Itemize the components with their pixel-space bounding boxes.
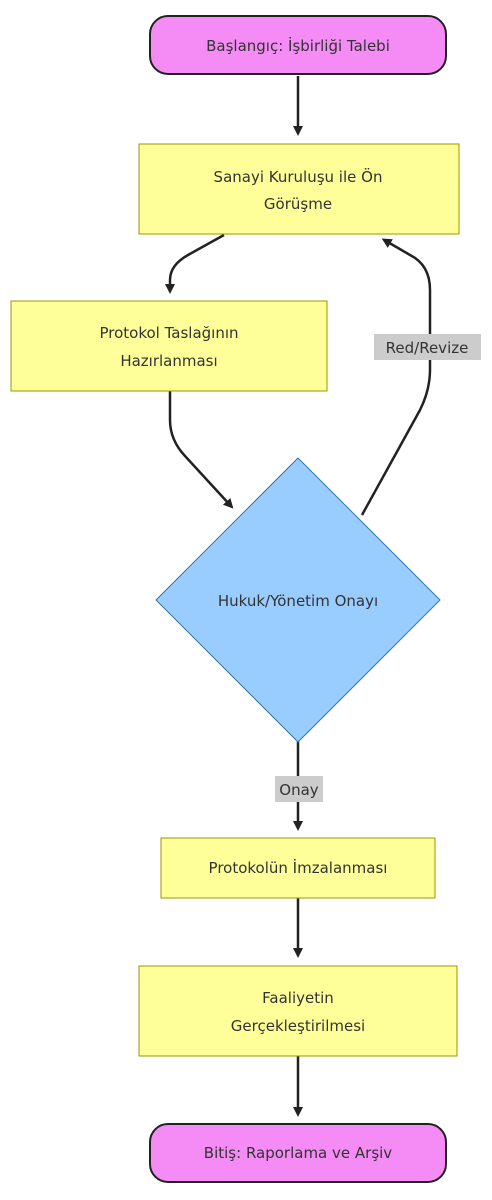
node-draft-label-line1: Protokol Taslağının [99,324,238,342]
edge-label-approve-bg [275,776,323,802]
edge-label-approve-text: Onay [279,781,319,799]
node-meeting-label-line2: Görüşme [264,195,332,213]
node-execution-shape [138,965,458,1057]
node-execution-label-line2: Gerçekleştirilmesi [231,1017,365,1035]
node-signing: Protokolün İmzalanması [160,837,436,899]
node-start: Başlangıç: İşbirliği Talebi [149,15,447,75]
node-meeting-shape [138,143,460,235]
node-meeting-label-line1: Sanayi Kuruluşu ile Ön [214,167,383,186]
node-draft-label-line2: Hazırlanması [120,352,217,370]
node-approval-label: Hukuk/Yönetim Onayı [218,592,378,610]
node-end-shape [149,1123,447,1183]
node-start-label: Başlangıç: İşbirliği Talebi [206,36,390,55]
edge-draft-to-approval [168,391,234,509]
node-draft-shape [10,300,328,392]
node-execution-label-line1: Faaliyetin [262,989,334,1007]
node-draft: Protokol Taslağının Hazırlanması [10,300,328,392]
node-approval-shape [155,457,441,743]
node-signing-label: Protokolün İmzalanması [209,858,388,877]
edge-label-reject-text: Red/Revize [386,339,469,357]
node-execution: Faaliyetin Gerçekleştirilmesi [138,965,458,1057]
node-signing-shape [160,837,436,899]
node-end-label: Bitiş: Raporlama ve Arşiv [204,1144,393,1162]
edge-label-approve: Onay [275,776,323,802]
edge-label-reject: Red/Revize [374,334,481,360]
edge-label-reject-bg [374,334,481,360]
node-end: Bitiş: Raporlama ve Arşiv [149,1123,447,1183]
node-start-shape [149,15,447,75]
node-meeting: Sanayi Kuruluşu ile Ön Görüşme [138,143,460,235]
edge-approval-to-meeting [360,238,432,516]
edge-meeting-to-draft [165,233,225,294]
node-approval: Hukuk/Yönetim Onayı [155,457,441,743]
